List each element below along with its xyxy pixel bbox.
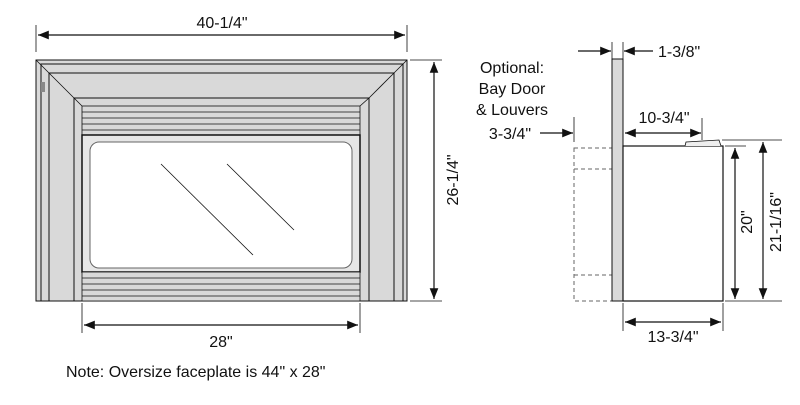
faceplate-depth-label: 1-3/8" <box>658 44 700 61</box>
body-height-label: 20" <box>739 210 756 233</box>
glass-reflection <box>226 163 295 231</box>
bottom-louvers <box>81 271 361 302</box>
optional-label: Bay Door <box>479 81 546 98</box>
top-vent <box>684 139 722 147</box>
total-height-label: 21-1/16" <box>768 192 785 252</box>
bottom-depth-label: 13-3/4" <box>647 329 698 346</box>
height-label: 26-1/4" <box>445 154 462 205</box>
optional-label: & Louvers <box>476 102 548 119</box>
optional-depth-label: 3-3/4" <box>489 126 531 143</box>
control-panel-icon <box>41 82 45 92</box>
optional-bay-door-outline <box>573 147 613 302</box>
top-louvers <box>81 105 361 136</box>
glass-panel <box>89 141 353 269</box>
width-label: 40-1/4" <box>196 15 247 32</box>
opening-label: 28" <box>209 334 232 351</box>
side-view: 1-3/8" Optional: Bay Door & Louvers 3-3/… <box>476 42 785 346</box>
glass-reflection <box>160 163 254 256</box>
oversize-note: Note: Oversize faceplate is 44" x 28" <box>66 364 325 381</box>
optional-label: Optional: <box>480 60 544 77</box>
insert-body <box>622 145 724 302</box>
top-depth-label: 10-3/4" <box>638 110 689 127</box>
front-view: 40-1/4" 26-1/4" 28" <box>35 15 462 351</box>
faceplate-side <box>611 58 624 302</box>
